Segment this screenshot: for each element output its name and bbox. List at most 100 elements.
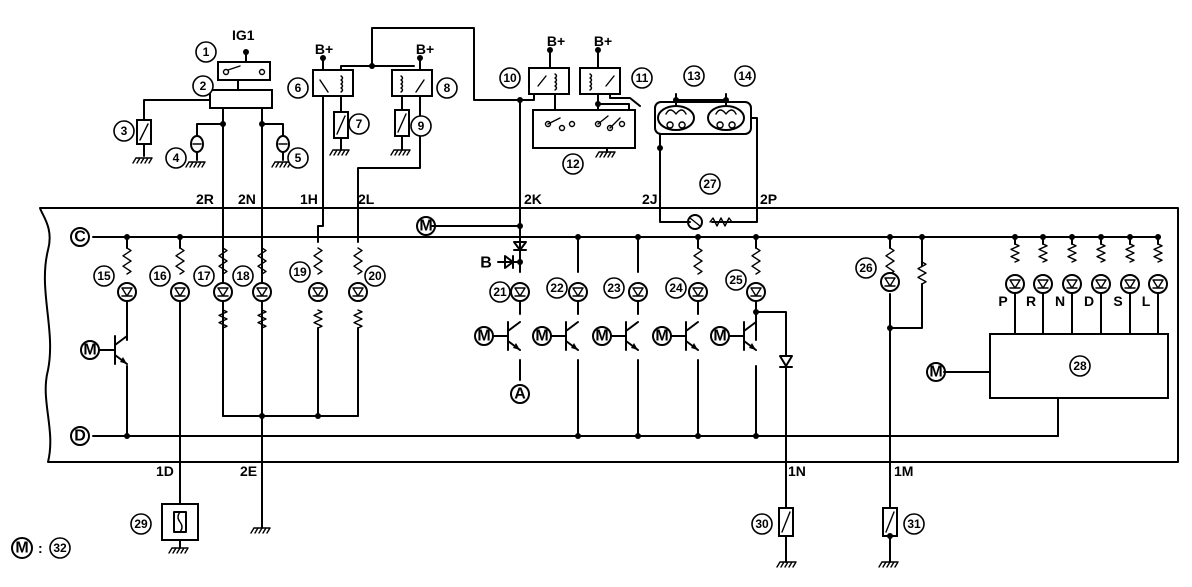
gear-resistor-2	[1067, 243, 1077, 263]
transistor-21-m: M	[477, 328, 490, 345]
legend-m-symbol	[11, 537, 33, 559]
relay-6	[312, 69, 354, 97]
resistor-low-3	[257, 309, 267, 329]
terminal-a	[510, 384, 530, 404]
terminal-d	[70, 426, 90, 446]
gear-label-3: D	[1084, 293, 1094, 309]
component-number: 2	[200, 79, 207, 93]
bplus-label-10: B+	[547, 33, 565, 49]
led-7	[568, 282, 588, 302]
ecu-terminal-m-label: M	[419, 218, 432, 235]
gear-led-1	[1033, 274, 1053, 294]
bplus-label-6: B+	[315, 41, 333, 57]
component-number-circle	[93, 265, 115, 287]
wire-2k: 2K	[524, 191, 542, 207]
resistor-11	[885, 247, 895, 275]
transistor-15-m: M	[83, 342, 96, 359]
wire-2e: 2E	[240, 463, 257, 479]
component-number-circle	[192, 75, 214, 97]
diode-b2	[504, 255, 514, 269]
terminal-d-label: D	[74, 428, 86, 445]
gear-resistor-0	[1010, 243, 1020, 263]
relay-8	[391, 69, 433, 97]
component-number: 6	[295, 81, 302, 95]
ground-symbols	[132, 149, 899, 568]
resistor-26b	[917, 261, 927, 285]
block-terminal-m	[926, 362, 946, 382]
gear-resistor-1	[1038, 243, 1048, 263]
ignition-switch-1	[217, 61, 271, 81]
led-11	[880, 272, 900, 292]
component-number: 25	[729, 273, 743, 287]
wire-2p: 2P	[760, 191, 777, 207]
component-number-circle	[410, 115, 432, 137]
gear-label-2: N	[1055, 293, 1065, 309]
component-number-circle	[734, 65, 756, 87]
component-number: 18	[236, 269, 250, 283]
resistor-1	[175, 247, 185, 275]
wire-1m: 1M	[894, 463, 913, 479]
gear-label-4: S	[1113, 293, 1122, 309]
resistor-10	[751, 247, 761, 275]
resistor-4	[313, 247, 323, 275]
component-12-box	[532, 109, 636, 149]
transistor-25-m: M	[713, 328, 726, 345]
component-number: 31	[907, 517, 921, 531]
component-number-circle	[289, 261, 311, 283]
resistor-low-2	[218, 309, 228, 329]
gear-led-3	[1091, 274, 1111, 294]
led-10	[746, 282, 766, 302]
component-number: 16	[153, 269, 167, 283]
component-number-circle	[195, 41, 217, 63]
component-number: 7	[356, 117, 363, 131]
bplus-label-8: B+	[416, 41, 434, 57]
component-number: 22	[550, 281, 564, 295]
component-number: 13	[687, 69, 701, 83]
component-number-circle	[751, 513, 773, 535]
component-number-circle	[903, 513, 925, 535]
component-number-circle	[287, 147, 309, 169]
component-number-circle	[348, 113, 370, 135]
legend-colon: :	[38, 540, 43, 556]
led-3	[252, 282, 272, 302]
component-2-box	[209, 89, 273, 109]
component-number: 30	[755, 517, 769, 531]
component-number: 24	[669, 281, 683, 295]
wire-1h: 1H	[300, 191, 318, 207]
diode-1n	[779, 355, 793, 367]
wire-2r: 2R	[196, 191, 214, 207]
component-number-circle	[113, 120, 135, 142]
resistor-9	[693, 247, 703, 275]
gear-led-4	[1120, 274, 1140, 294]
resistor-low-5	[353, 309, 363, 329]
indicator-27	[687, 214, 703, 230]
wire-2l: 2L	[358, 191, 375, 207]
component-number-circle	[665, 277, 687, 299]
component-number: 8	[444, 81, 451, 95]
led-1	[170, 282, 190, 302]
led-8	[628, 282, 648, 302]
component-number-circle	[232, 265, 254, 287]
component-number: 28	[1073, 359, 1087, 373]
wire-1d: 1D	[156, 463, 174, 479]
component-number-circle	[489, 281, 511, 303]
legend-m-label: M	[15, 540, 28, 557]
led-elements	[117, 234, 1168, 335]
transistor-24-m: M	[655, 328, 668, 345]
gear-led-5	[1148, 274, 1168, 294]
component-number: 9	[418, 119, 425, 133]
bplus-label-11: B+	[594, 33, 612, 49]
component-number: 14	[738, 69, 752, 83]
legend-number-circle	[49, 537, 71, 559]
component-number: 29	[134, 517, 148, 531]
component-number-circle	[287, 77, 309, 99]
component-number: 17	[197, 269, 211, 283]
led-5	[348, 282, 368, 302]
component-number-circle	[436, 77, 458, 99]
component-number: 1	[203, 45, 210, 59]
component-number: 23	[607, 281, 621, 295]
resistor-3	[257, 247, 267, 275]
